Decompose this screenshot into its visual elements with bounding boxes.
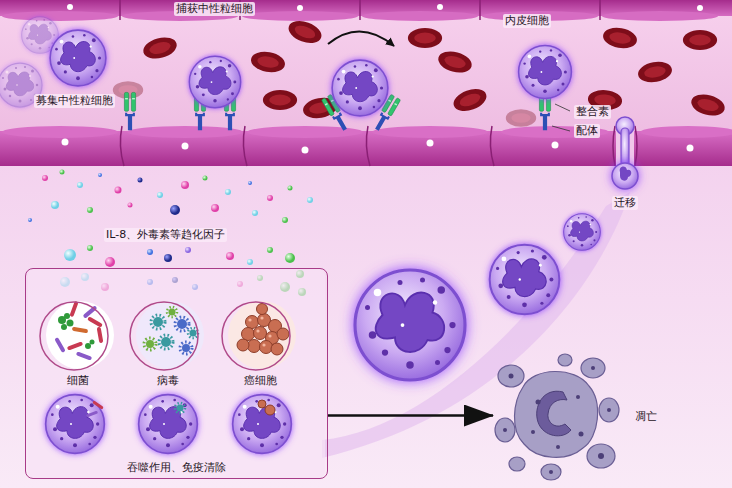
migration-path [322,117,638,458]
circle-outline [221,301,291,371]
pathogen-circle: 病毒 [129,301,207,391]
node-text: 吞噬作用、免疫清除 [26,461,327,475]
flow-arrow [328,414,493,417]
pathogen-circle: 癌细胞 [221,301,299,391]
annotation-label: 捕获中性粒细胞 [174,2,255,16]
blood-vessel [0,0,732,167]
node-text: 病毒 [129,374,207,388]
node-text: 癌细胞 [221,374,299,388]
annotation-label: 整合素 [574,105,611,119]
annotation-label: 内皮细胞 [503,14,551,28]
apoptotic-cell-drawing [493,352,623,482]
vessel-neutrophils [0,17,571,116]
pathogen-circle: 细菌 [39,301,117,391]
annotation-label: 募集中性粒细胞 [34,94,115,108]
apoptotic-cell: 凋亡 [493,352,673,482]
annotation-label: 配体 [574,124,600,138]
node-text: 细菌 [39,374,117,388]
phagocytosis-panel [28,268,325,479]
annotation-label: IL-8、外毒素等趋化因子 [104,228,227,242]
node-text: 凋亡 [635,410,657,424]
circle-outline [39,301,109,371]
circle-outline [129,301,199,371]
annotation-label: 迁移 [612,196,638,210]
process-box: 吞噬作用、免疫清除 细菌病毒癌细胞 [25,268,328,479]
